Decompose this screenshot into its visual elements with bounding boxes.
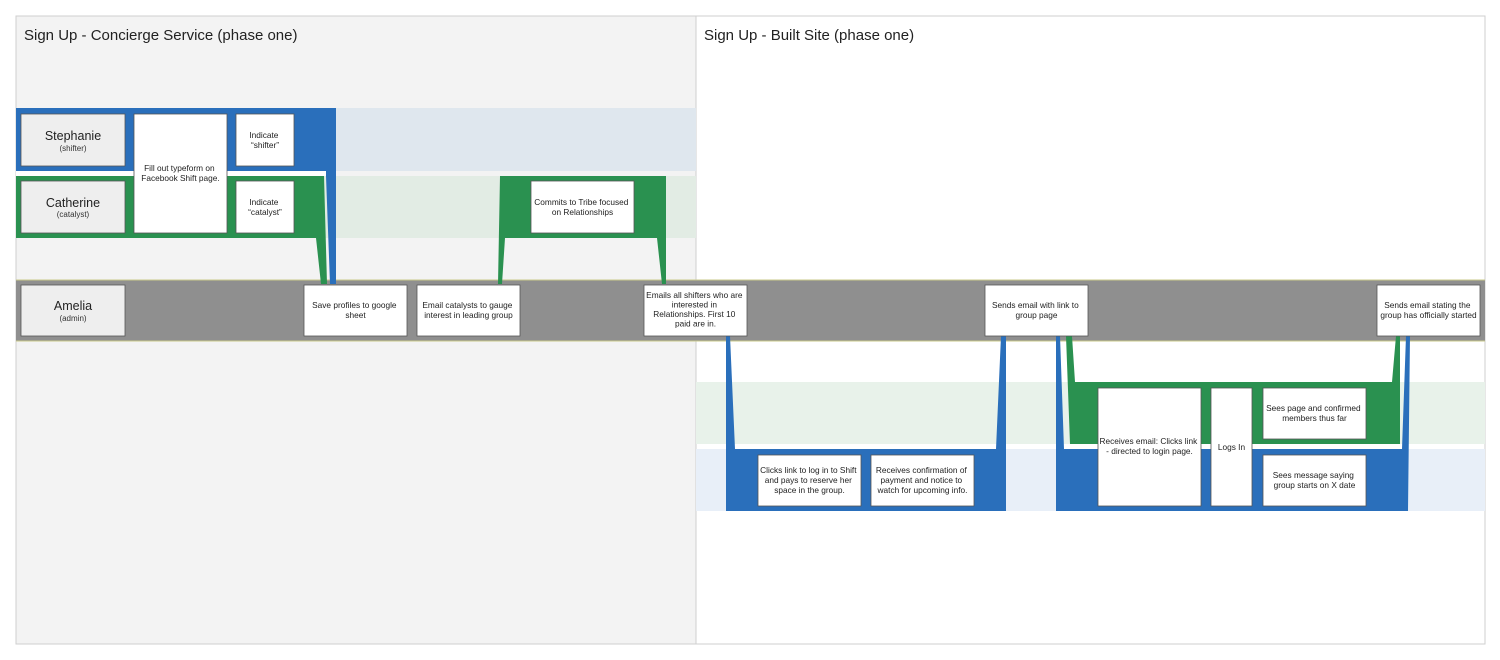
step-card-typeform: Fill out typeform on Facebook Shift page… [133, 113, 228, 234]
step-card-receives-confirmation: Receives confirmation of payment and not… [870, 454, 975, 507]
step-card-line: Receives email: Clicks link [1099, 436, 1198, 446]
step-card-line: group starts on X date [1274, 480, 1356, 490]
concierge-phase-title: Sign Up - Concierge Service (phase one) [24, 27, 297, 44]
step-card-text: Receives confirmation of payment and not… [876, 465, 969, 495]
actor-name: Stephanie [45, 129, 101, 143]
step-card-line: Logs In [1218, 442, 1246, 452]
step-card-text: Sees page and confirmed members thus far [1266, 403, 1363, 423]
step-card-clicks-link: Clicks link to log in to Shift and pays … [757, 454, 862, 507]
step-card-line: - directed to login page. [1106, 446, 1193, 456]
step-card-text: Sends email with link to group page [992, 300, 1081, 320]
actor-card-stephanie: Stephanie (shifter) [20, 113, 126, 167]
step-card-text: Email catalysts to gauge interest in lea… [422, 300, 514, 320]
actor-role: (admin) [59, 314, 86, 323]
step-card-emails-shifters: Emails all shifters who are interested i… [643, 284, 748, 337]
step-card-email-catalysts: Email catalysts to gauge interest in lea… [416, 284, 521, 337]
step-card-line: Relationships. First 10 [653, 309, 735, 319]
step-card-line: sheet [345, 310, 366, 320]
step-card-line: group has officially started [1380, 310, 1477, 320]
step-card-text: Fill out typeform on Facebook Shift page… [141, 163, 219, 183]
step-card-text: Indicate “shifter” [249, 130, 280, 150]
step-card-line: Emails all shifters who are [646, 290, 743, 300]
step-card-text: Clicks link to log in to Shift and pays … [760, 465, 859, 495]
step-card-line: and pays to reserve her [765, 475, 852, 485]
step-card-line: Receives confirmation of [876, 465, 968, 475]
step-card-line: watch for upcoming info. [877, 485, 968, 495]
step-card-text: Commits to Tribe focused on Relationship… [534, 197, 630, 217]
step-card-text: Receives email: Clicks link - directed t… [1099, 436, 1199, 456]
step-card-text: Emails all shifters who are interested i… [646, 290, 745, 329]
step-card-text: Save profiles to google sheet [312, 300, 399, 320]
actor-role: (catalyst) [57, 210, 90, 219]
step-card-text: Sees message saying group starts on X da… [1273, 470, 1356, 490]
step-card-sees-message: Sees message saying group starts on X da… [1262, 454, 1367, 507]
step-card-line: Indicate [249, 130, 278, 140]
step-card-line: Sends email stating the [1384, 300, 1471, 310]
step-card-commits-tribe: Commits to Tribe focused on Relationship… [530, 180, 635, 234]
step-card-indicate-catalyst: Indicate “catalyst” [235, 180, 295, 234]
admin-lane [16, 280, 1485, 341]
actor-name: Amelia [54, 299, 92, 313]
step-card-line: group page [1016, 310, 1058, 320]
step-card-receives-email: Receives email: Clicks link - directed t… [1097, 387, 1202, 507]
step-card-save-profiles: Save profiles to google sheet [303, 284, 408, 337]
step-card-line: space in the group. [774, 485, 845, 495]
step-card-line: on Relationships [552, 207, 613, 217]
actor-name: Catherine [46, 196, 100, 210]
step-card-line: Indicate [249, 197, 278, 207]
step-card-indicate-shifter: Indicate “shifter” [235, 113, 295, 167]
step-card-line: Email catalysts to gauge [422, 300, 512, 310]
step-card-line: Sees page and confirmed [1266, 403, 1361, 413]
step-card-line: payment and notice to [881, 475, 963, 485]
actor-card-catherine: Catherine (catalyst) [20, 180, 126, 234]
step-card-line: “catalyst” [248, 207, 282, 217]
step-card-text: Logs In [1218, 442, 1246, 452]
step-card-line: Save profiles to google [312, 300, 397, 310]
step-card-sees-page: Sees page and confirmed members thus far [1262, 387, 1367, 440]
actor-card-amelia: Amelia (admin) [20, 284, 126, 337]
step-card-logs-in: Logs In [1210, 387, 1253, 507]
actor-role: (shifter) [59, 144, 86, 153]
step-card-line: Sees message saying [1273, 470, 1355, 480]
step-card-sends-started: Sends email stating the group has offici… [1376, 284, 1481, 337]
built-phase-title: Sign Up - Built Site (phase one) [704, 27, 914, 44]
step-card-line: Commits to Tribe focused [534, 197, 628, 207]
step-card-line: Fill out typeform on [144, 163, 215, 173]
step-card-sends-link: Sends email with link to group page [984, 284, 1089, 337]
step-card-line: Sends email with link to [992, 300, 1079, 310]
step-card-line: paid are in. [675, 319, 716, 329]
step-card-line: “shifter” [251, 140, 279, 150]
step-card-line: Facebook Shift page. [141, 173, 219, 183]
step-card-line: interested in [672, 300, 718, 310]
step-card-text: Sends email stating the group has offici… [1380, 300, 1477, 320]
step-card-text: Indicate “catalyst” [248, 197, 282, 217]
step-card-line: Clicks link to log in to Shift [760, 465, 857, 475]
step-card-line: interest in leading group [424, 310, 513, 320]
step-card-line: members thus far [1282, 413, 1347, 423]
